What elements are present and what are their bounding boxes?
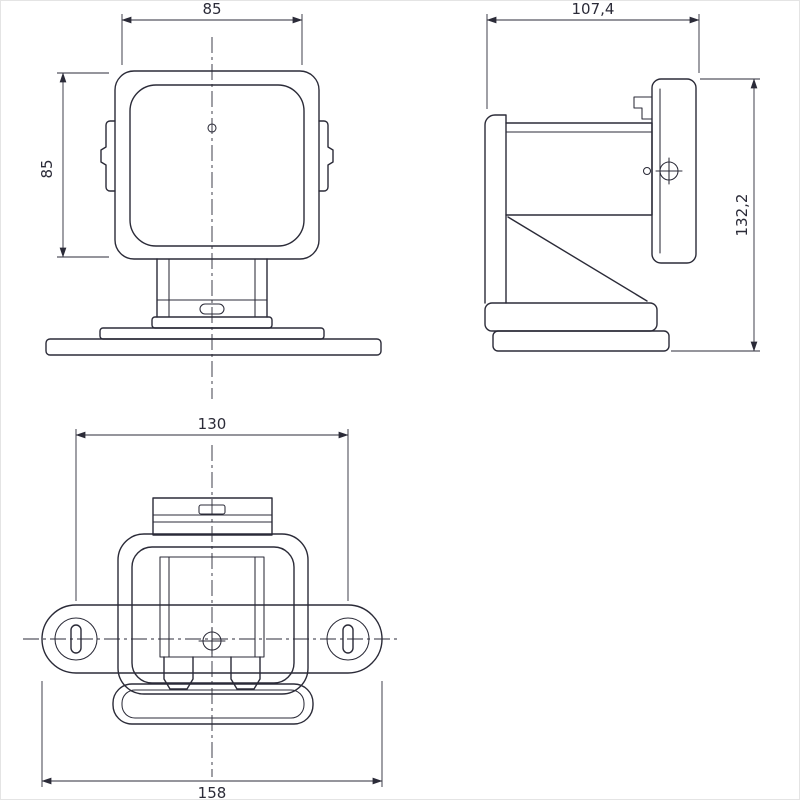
side-pin-hole <box>642 166 652 176</box>
bottom-foot-right <box>230 656 261 690</box>
front-head-inner-face <box>129 84 305 247</box>
front-dim-width-label: 85 <box>202 1 221 18</box>
bottom-curve-inner <box>121 689 305 719</box>
side-dim-height-label: 132,2 <box>733 194 751 237</box>
bottom-dim-overall-label: 158 <box>198 784 227 800</box>
bottom-right-slot <box>342 624 354 654</box>
bottom-foot-left <box>163 656 194 690</box>
bottom-tab-notch <box>198 504 226 515</box>
side-arm <box>505 122 653 216</box>
bottom-body-outer <box>117 533 309 695</box>
side-dim-depth-label: 107,4 <box>572 1 615 18</box>
front-dim-height: 85 <box>38 72 109 258</box>
side-dim-depth: 107,4 <box>486 1 700 109</box>
bottom-mount-plate <box>41 604 383 674</box>
side-view: 107,4 132,2 <box>484 1 760 352</box>
bottom-dim-hole-spacing: 130 <box>75 415 349 601</box>
side-base-plate <box>492 330 670 352</box>
bottom-object-lines <box>41 497 383 725</box>
bottom-curve-outer <box>112 683 314 725</box>
bottom-left-boss <box>54 617 98 661</box>
front-dim-height-label: 85 <box>38 159 56 178</box>
bottom-stem-section <box>159 556 265 658</box>
bottom-dim-overall-width: 158 <box>41 681 383 800</box>
bottom-left-slot <box>70 624 82 654</box>
bottom-right-boss <box>326 617 370 661</box>
front-object-lines <box>45 70 382 356</box>
bottom-body-inner <box>131 546 295 684</box>
side-object-lines <box>484 78 697 352</box>
side-support-leg <box>484 114 507 304</box>
front-center-hole <box>207 123 217 133</box>
side-dim-height: 132,2 <box>671 78 760 352</box>
side-head-step <box>633 96 653 120</box>
bottom-dim-spacing-label: 130 <box>198 415 227 433</box>
side-brace-diagonal <box>507 216 648 302</box>
front-left-clip <box>100 120 116 192</box>
front-stem-slot <box>199 303 225 315</box>
front-head-outline <box>114 70 320 260</box>
bottom-view: 130 158 <box>23 415 399 800</box>
bottom-top-tab <box>152 497 273 536</box>
front-right-clip <box>318 120 334 192</box>
front-base-plate <box>45 338 382 356</box>
front-view: 85 85 <box>38 1 382 399</box>
side-foot-block <box>484 302 658 332</box>
front-dim-width: 85 <box>121 1 303 65</box>
